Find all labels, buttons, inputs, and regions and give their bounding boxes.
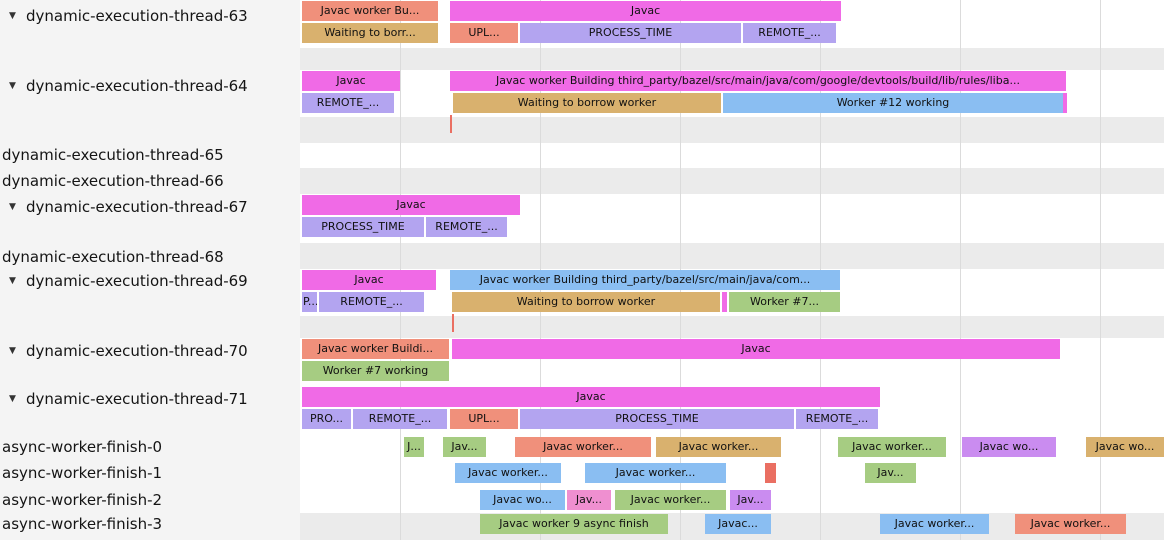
trace-slice[interactable]: Waiting to borr... bbox=[302, 23, 438, 43]
track-label[interactable]: ▼ dynamic-execution-thread-69 bbox=[0, 271, 248, 291]
trace-slice[interactable]: Javac wo... bbox=[1086, 437, 1164, 457]
track-label[interactable]: async-worker-finish-1 bbox=[0, 463, 162, 483]
trace-slice[interactable]: Javac worker... bbox=[880, 514, 989, 534]
trace-slice[interactable]: Worker #7 working bbox=[302, 361, 449, 381]
trace-slice[interactable]: Jav... bbox=[730, 490, 771, 510]
track-label-text: async-worker-finish-3 bbox=[2, 515, 163, 533]
track-label-text: async-worker-finish-0 bbox=[2, 438, 163, 456]
trace-slice[interactable]: Javac worker Bu... bbox=[302, 1, 438, 21]
trace-slice[interactable]: Waiting to borrow worker bbox=[452, 292, 720, 312]
trace-slice[interactable]: Javac bbox=[302, 195, 520, 215]
trace-slice[interactable]: Javac worker Building third_party/bazel/… bbox=[450, 71, 1066, 91]
trace-slice[interactable]: Jav... bbox=[865, 463, 916, 483]
collapse-arrow-icon[interactable]: ▼ bbox=[9, 276, 16, 286]
track-label-text: dynamic-execution-thread-69 bbox=[26, 272, 248, 290]
trace-slice[interactable]: Javac bbox=[452, 339, 1060, 359]
trace-slice[interactable]: J... bbox=[404, 437, 424, 457]
trace-slice[interactable]: PROCESS_TIME bbox=[520, 409, 794, 429]
trace-slice[interactable]: P... bbox=[302, 292, 317, 312]
track-label[interactable]: dynamic-execution-thread-65 bbox=[0, 145, 224, 165]
collapse-arrow-icon[interactable]: ▼ bbox=[9, 346, 16, 356]
row-stripe bbox=[300, 243, 1164, 269]
trace-slice[interactable]: Javac worker 9 async finish bbox=[480, 514, 668, 534]
track-label[interactable]: async-worker-finish-3 bbox=[0, 514, 162, 534]
instant-event-tick[interactable] bbox=[450, 115, 452, 133]
trace-slice[interactable]: Javac worker Buildi... bbox=[302, 339, 449, 359]
trace-slice[interactable]: PRO... bbox=[302, 409, 351, 429]
trace-slice[interactable]: Javac wo... bbox=[480, 490, 565, 510]
collapse-arrow-icon[interactable]: ▼ bbox=[9, 81, 16, 91]
trace-slice[interactable]: Javac bbox=[302, 270, 436, 290]
collapse-arrow-icon[interactable]: ▼ bbox=[9, 394, 16, 404]
trace-slice[interactable]: Javac worker... bbox=[455, 463, 561, 483]
trace-slice[interactable]: Javac... bbox=[705, 514, 771, 534]
trace-slice[interactable]: REMOTE_... bbox=[319, 292, 424, 312]
track-label[interactable]: dynamic-execution-thread-68 bbox=[0, 247, 224, 267]
track-label[interactable]: ▼ dynamic-execution-thread-71 bbox=[0, 389, 248, 409]
track-label-text: dynamic-execution-thread-68 bbox=[2, 248, 224, 266]
time-gridline bbox=[1100, 0, 1101, 540]
collapse-arrow-icon[interactable]: ▼ bbox=[9, 202, 16, 212]
trace-slice[interactable]: Jav... bbox=[567, 490, 611, 510]
track-label[interactable]: dynamic-execution-thread-66 bbox=[0, 171, 224, 191]
track-label[interactable]: ▼ dynamic-execution-thread-70 bbox=[0, 341, 248, 361]
track-label[interactable]: ▼ dynamic-execution-thread-67 bbox=[0, 197, 248, 217]
row-stripe bbox=[300, 316, 1164, 338]
trace-slice[interactable] bbox=[1063, 93, 1067, 113]
track-label-text: async-worker-finish-1 bbox=[2, 464, 163, 482]
trace-slice[interactable]: UPL... bbox=[450, 409, 518, 429]
track-label[interactable]: async-worker-finish-2 bbox=[0, 490, 162, 510]
row-stripe bbox=[300, 168, 1164, 194]
track-label-text: dynamic-execution-thread-65 bbox=[2, 146, 224, 164]
trace-slice[interactable]: Javac worker... bbox=[1015, 514, 1126, 534]
track-label[interactable]: async-worker-finish-0 bbox=[0, 437, 162, 457]
trace-slice[interactable]: REMOTE_... bbox=[426, 217, 507, 237]
trace-slice[interactable]: Javac worker... bbox=[515, 437, 651, 457]
trace-slice[interactable]: Worker #12 working bbox=[723, 93, 1063, 113]
trace-slice[interactable]: Javac bbox=[302, 71, 400, 91]
trace-slice[interactable]: Javac bbox=[302, 387, 880, 407]
trace-slice[interactable]: Javac worker... bbox=[656, 437, 781, 457]
trace-slice[interactable]: Javac worker Building third_party/bazel/… bbox=[450, 270, 840, 290]
trace-slice[interactable]: PROCESS_TIME bbox=[520, 23, 741, 43]
track-label[interactable]: ▼ dynamic-execution-thread-63 bbox=[0, 6, 248, 26]
trace-slice[interactable] bbox=[722, 292, 727, 312]
trace-slice[interactable]: Javac worker... bbox=[838, 437, 946, 457]
time-gridline bbox=[960, 0, 961, 540]
trace-slice[interactable]: Jav... bbox=[443, 437, 486, 457]
track-label-text: dynamic-execution-thread-71 bbox=[26, 390, 248, 408]
trace-slice[interactable]: Waiting to borrow worker bbox=[453, 93, 721, 113]
trace-slice[interactable]: Javac wo... bbox=[962, 437, 1056, 457]
trace-slice[interactable]: Javac worker... bbox=[585, 463, 726, 483]
trace-slice[interactable]: REMOTE_... bbox=[796, 409, 878, 429]
track-label-text: dynamic-execution-thread-66 bbox=[2, 172, 224, 190]
trace-slice[interactable]: REMOTE_... bbox=[302, 93, 394, 113]
track-label[interactable]: ▼ dynamic-execution-thread-64 bbox=[0, 76, 248, 96]
instant-event-tick[interactable] bbox=[452, 314, 454, 332]
track-label-text: dynamic-execution-thread-67 bbox=[26, 198, 248, 216]
trace-slice[interactable]: Javac bbox=[450, 1, 841, 21]
collapse-arrow-icon[interactable]: ▼ bbox=[9, 11, 16, 21]
track-label-text: dynamic-execution-thread-63 bbox=[26, 7, 248, 25]
trace-slice[interactable]: Worker #7... bbox=[729, 292, 840, 312]
row-stripe bbox=[300, 48, 1164, 70]
trace-slice[interactable]: UPL... bbox=[450, 23, 518, 43]
track-label-text: async-worker-finish-2 bbox=[2, 491, 163, 509]
trace-slice[interactable]: Javac worker... bbox=[615, 490, 726, 510]
trace-slice[interactable]: PROCESS_TIME bbox=[302, 217, 424, 237]
track-label-text: dynamic-execution-thread-64 bbox=[26, 77, 248, 95]
trace-slice[interactable]: REMOTE_... bbox=[353, 409, 447, 429]
track-label-text: dynamic-execution-thread-70 bbox=[26, 342, 248, 360]
row-stripe bbox=[300, 117, 1164, 143]
trace-slice[interactable] bbox=[765, 463, 776, 483]
trace-slice[interactable]: REMOTE_... bbox=[743, 23, 836, 43]
thread-list-sidebar: ▼ dynamic-execution-thread-63 ▼ dynamic-exe… bbox=[0, 0, 300, 540]
